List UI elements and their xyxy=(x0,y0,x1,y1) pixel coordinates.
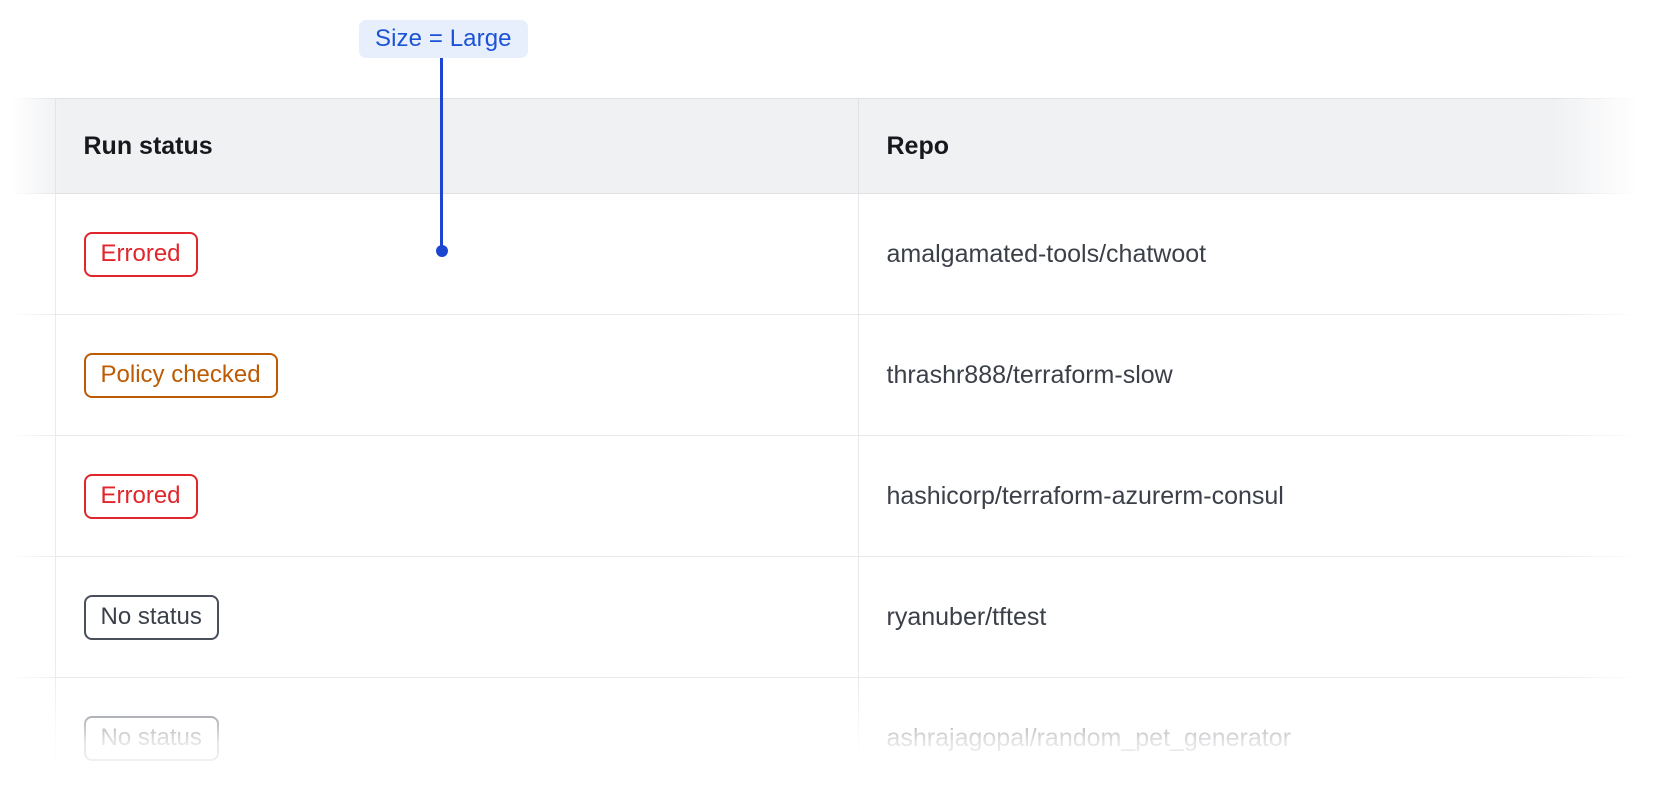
cell-repo[interactable]: thrashr888/terraform-slow xyxy=(858,315,1512,436)
annotation-size-badge: Size = Large xyxy=(359,20,528,58)
cell-repo[interactable]: amalgamated-tools/chatwoot xyxy=(858,194,1512,315)
row-lead-cell xyxy=(0,436,55,557)
cell-repo[interactable]: hashicorp/terraform-azurerm-consul xyxy=(858,436,1512,557)
row-tail-cell xyxy=(1512,557,1672,678)
cell-run-status: No status xyxy=(55,678,858,788)
row-tail-cell xyxy=(1512,678,1672,788)
status-badge[interactable]: No status xyxy=(84,716,219,761)
header-row: Run status Repo xyxy=(0,99,1672,194)
row-lead-cell xyxy=(0,194,55,315)
status-badge[interactable]: Policy checked xyxy=(84,353,278,398)
column-header-run-status: Run status xyxy=(56,132,219,161)
row-tail-cell xyxy=(1512,315,1672,436)
table-header: Run status Repo xyxy=(0,99,1672,194)
annotation-connector-line xyxy=(440,58,443,251)
table-row[interactable]: Errored amalgamated-tools/chatwoot xyxy=(0,194,1672,315)
row-tail-cell xyxy=(1512,436,1672,557)
cell-repo[interactable]: ryanuber/tftest xyxy=(858,557,1512,678)
status-badge[interactable]: Errored xyxy=(84,474,198,519)
table-row[interactable]: Policy checked thrashr888/terraform-slow xyxy=(0,315,1672,436)
row-lead-cell xyxy=(0,315,55,436)
header-cell-run-status[interactable]: Run status xyxy=(55,99,218,194)
table-row[interactable]: No status ryanuber/tftest xyxy=(0,557,1672,678)
header-cell-repo[interactable]: Repo xyxy=(858,99,1512,194)
row-lead-cell xyxy=(0,678,55,788)
cell-run-status: Policy checked xyxy=(55,315,858,436)
header-cell-run-status-spacer xyxy=(218,99,858,194)
table-row[interactable]: No status ashrajagopal/random_pet_genera… xyxy=(0,678,1672,788)
status-badge[interactable]: No status xyxy=(84,595,219,640)
header-cell-tail xyxy=(1512,99,1672,194)
row-tail-cell xyxy=(1512,194,1672,315)
row-lead-cell xyxy=(0,557,55,678)
cell-run-status: No status xyxy=(55,557,858,678)
runs-table: Run status Repo Errored amalgamated-tool… xyxy=(0,98,1672,788)
cell-run-status: Errored xyxy=(55,194,858,315)
header-cell-lead xyxy=(0,99,55,194)
table-body: Errored amalgamated-tools/chatwoot Polic… xyxy=(0,194,1672,788)
status-badge[interactable]: Errored xyxy=(84,232,198,277)
annotation-target-dot xyxy=(436,245,448,257)
column-header-repo: Repo xyxy=(859,132,1513,161)
table-row[interactable]: Errored hashicorp/terraform-azurerm-cons… xyxy=(0,436,1672,557)
cell-run-status: Errored xyxy=(55,436,858,557)
cell-repo[interactable]: ashrajagopal/random_pet_generator xyxy=(858,678,1512,788)
table-container: Run status Repo Errored amalgamated-tool… xyxy=(0,98,1672,788)
